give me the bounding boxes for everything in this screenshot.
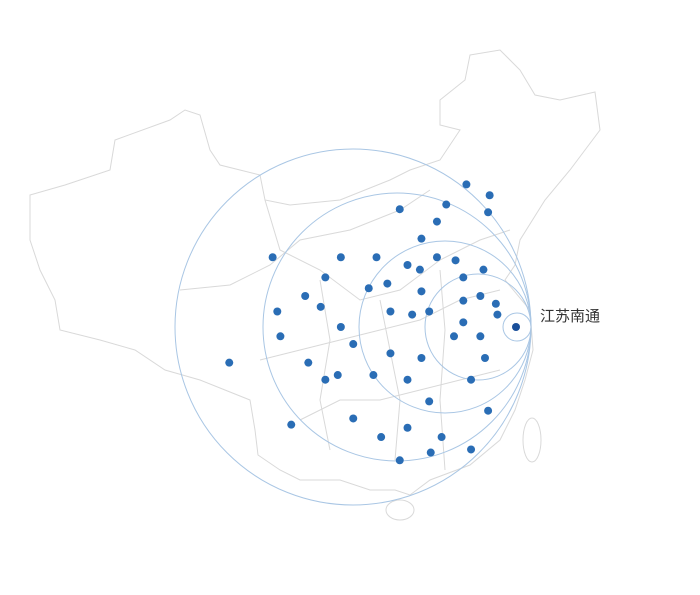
distance-ring bbox=[502, 312, 532, 342]
origin-label: 江苏南通 bbox=[540, 307, 601, 325]
taiwan-border bbox=[522, 417, 542, 463]
city-point[interactable] bbox=[333, 371, 342, 380]
city-point[interactable] bbox=[349, 414, 358, 423]
china-map-outline bbox=[29, 49, 601, 521]
distance-ring bbox=[174, 148, 532, 506]
city-point[interactable] bbox=[321, 375, 330, 384]
city-point[interactable] bbox=[462, 180, 471, 189]
distance-rings bbox=[174, 148, 532, 506]
city-point[interactable] bbox=[437, 433, 446, 442]
city-point[interactable] bbox=[476, 292, 485, 300]
city-point[interactable] bbox=[493, 310, 502, 319]
city-point[interactable] bbox=[377, 433, 386, 442]
city-point[interactable] bbox=[316, 302, 325, 311]
city-point[interactable] bbox=[364, 284, 373, 293]
city-point[interactable] bbox=[276, 332, 285, 341]
city-point[interactable] bbox=[386, 349, 395, 358]
city-point[interactable] bbox=[268, 253, 277, 262]
city-point[interactable] bbox=[484, 406, 493, 415]
city-point[interactable] bbox=[491, 299, 500, 308]
city-point[interactable] bbox=[225, 358, 234, 367]
city-point[interactable] bbox=[417, 354, 426, 362]
city-point[interactable] bbox=[386, 307, 395, 316]
city-point[interactable] bbox=[336, 253, 345, 262]
city-point[interactable] bbox=[415, 265, 424, 274]
city-point[interactable] bbox=[485, 191, 494, 200]
city-point[interactable] bbox=[467, 375, 476, 384]
city-points bbox=[225, 180, 520, 465]
city-point[interactable] bbox=[451, 256, 460, 265]
city-point[interactable] bbox=[476, 332, 485, 341]
city-point[interactable] bbox=[442, 200, 451, 209]
city-point[interactable] bbox=[481, 354, 489, 362]
city-point[interactable] bbox=[484, 208, 493, 217]
distance-ring bbox=[262, 192, 532, 462]
city-point[interactable] bbox=[459, 273, 468, 282]
city-point[interactable] bbox=[336, 323, 345, 331]
city-point[interactable] bbox=[304, 358, 313, 367]
city-point[interactable] bbox=[369, 371, 378, 380]
city-point[interactable] bbox=[459, 318, 468, 327]
city-point[interactable] bbox=[403, 375, 412, 384]
city-point[interactable] bbox=[349, 340, 358, 349]
province-borders bbox=[179, 189, 511, 471]
city-point[interactable] bbox=[432, 253, 441, 262]
city-point[interactable] bbox=[425, 397, 434, 406]
city-point[interactable] bbox=[459, 296, 468, 305]
city-point[interactable] bbox=[426, 448, 435, 457]
city-point[interactable] bbox=[395, 456, 404, 465]
mainland-border bbox=[29, 49, 601, 496]
city-point[interactable] bbox=[479, 265, 488, 274]
city-point[interactable] bbox=[467, 445, 476, 454]
city-point[interactable] bbox=[383, 279, 392, 288]
city-point[interactable] bbox=[417, 287, 426, 296]
hainan-border bbox=[385, 499, 415, 521]
city-point[interactable] bbox=[403, 261, 412, 269]
city-point[interactable] bbox=[287, 420, 296, 429]
city-point[interactable] bbox=[417, 234, 426, 243]
city-point[interactable] bbox=[432, 217, 441, 226]
city-point[interactable] bbox=[321, 273, 330, 282]
city-point[interactable] bbox=[395, 205, 404, 214]
city-point[interactable] bbox=[301, 292, 310, 300]
city-point[interactable] bbox=[425, 307, 434, 316]
city-point[interactable] bbox=[273, 307, 282, 316]
city-point[interactable] bbox=[450, 332, 458, 341]
origin-point[interactable] bbox=[512, 323, 520, 331]
city-point[interactable] bbox=[372, 253, 381, 262]
city-point[interactable] bbox=[403, 423, 412, 432]
city-point[interactable] bbox=[408, 310, 417, 319]
